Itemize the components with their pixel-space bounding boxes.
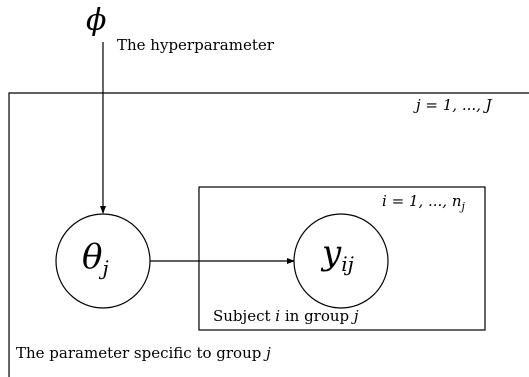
- subject-caption-var-j: j: [353, 307, 359, 325]
- y-node-circle: [293, 213, 389, 309]
- y-symbol: y: [322, 233, 342, 273]
- param-caption-prefix: The parameter specific to group: [16, 344, 267, 362]
- inner-plate: [198, 186, 486, 331]
- theta-node-circle: [55, 213, 151, 309]
- theta-symbol: θ: [82, 237, 103, 277]
- subject-caption-mid: in group: [280, 307, 354, 325]
- outer-plate: [8, 92, 529, 377]
- inner-plate-caption: Subject i in group j: [213, 309, 359, 324]
- hyperparameter-label: The hyperparameter: [117, 36, 274, 54]
- outer-plate-caption: The parameter specific to group j: [16, 346, 271, 361]
- theta-node-label: θj: [82, 240, 109, 278]
- outer-plate-index: j = 1, ..., J: [416, 96, 492, 114]
- param-caption-var-j: j: [266, 344, 271, 362]
- inner-plate-index: i = 1, ..., nj: [382, 192, 465, 213]
- inner-plate-index-sub: j: [461, 200, 465, 213]
- y-subscript: ij: [341, 252, 354, 276]
- theta-subscript: j: [102, 256, 109, 280]
- y-node-label: yij: [322, 236, 354, 274]
- subject-caption-prefix: Subject: [213, 307, 276, 325]
- hyperparameter-symbol: ϕ: [86, 3, 107, 38]
- inner-plate-index-main: i = 1, ..., n: [382, 192, 462, 210]
- subject-caption-var-i: i: [275, 307, 281, 325]
